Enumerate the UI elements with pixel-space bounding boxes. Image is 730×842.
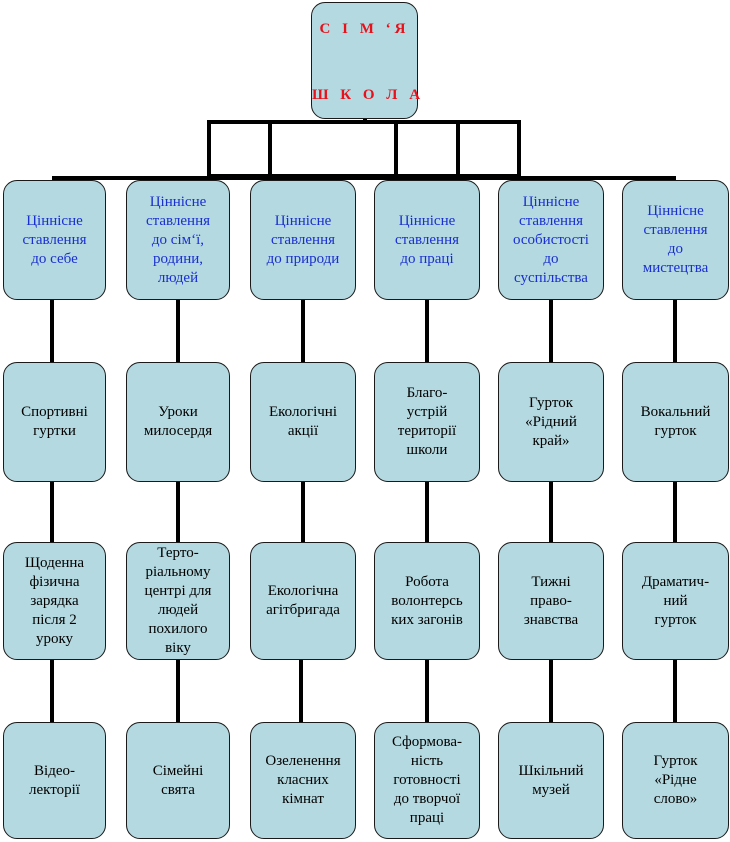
activity-box-eco-actions: Екологічні акції — [250, 362, 356, 482]
value-box-work: Ціннісне ставлення до праці — [374, 180, 480, 300]
activity-box-sports-clubs: Спортивні гуртки — [3, 362, 106, 482]
value-box-art: Ціннісне ставлення до мистецтва — [622, 180, 729, 300]
root-title-family: С І М ‘Я — [319, 21, 410, 37]
activity-box-video-lectures: Відео- лекторії — [3, 722, 106, 839]
activity-box-eco-agitation: Екологічна агітбригада — [250, 542, 356, 660]
activity-box-classroom-greening: Озеленення класних кімнат — [250, 722, 356, 839]
root-box-family-school: С І М ‘Я Ш К О Л А — [311, 2, 425, 119]
value-box-self: Ціннісне ставлення до себе — [3, 180, 106, 300]
activity-box-school-museum: Шкільний музей — [498, 722, 604, 839]
activity-box-law-weeks: Тижні право- знавства — [498, 542, 604, 660]
root-title-school: Ш К О Л А — [312, 87, 425, 103]
activity-box-school-grounds: Благо- устрій території школи — [374, 362, 480, 482]
activity-box-drama-club: Драматич- ний гурток — [622, 542, 729, 660]
activity-box-family-holidays: Сімейні свята — [126, 722, 230, 839]
activity-box-native-land-club: Гурток «Рідний край» — [498, 362, 604, 482]
activity-box-volunteer-groups: Робота волонтерсь ких загонів — [374, 542, 480, 660]
activity-box-morning-exercise: Щоденна фізична зарядка після 2 уроку — [3, 542, 106, 660]
activity-box-creative-readiness: Сформова- ність готовності до творчої пр… — [374, 722, 480, 839]
activity-box-mercy-lessons: Уроки милосердя — [126, 362, 230, 482]
activity-box-vocal-club: Вокальний гурток — [622, 362, 729, 482]
value-box-nature: Ціннісне ставлення до природи — [250, 180, 356, 300]
activity-box-elderly-center: Терто- ріальному центрі для людей похило… — [126, 542, 230, 660]
activity-box-native-word-club: Гурток «Рідне слово» — [622, 722, 729, 839]
value-box-family-people: Ціннісне ставлення до сім‘ї, родини, люд… — [126, 180, 230, 300]
value-box-society: Ціннісне ставлення особистості до суспіл… — [498, 180, 604, 300]
